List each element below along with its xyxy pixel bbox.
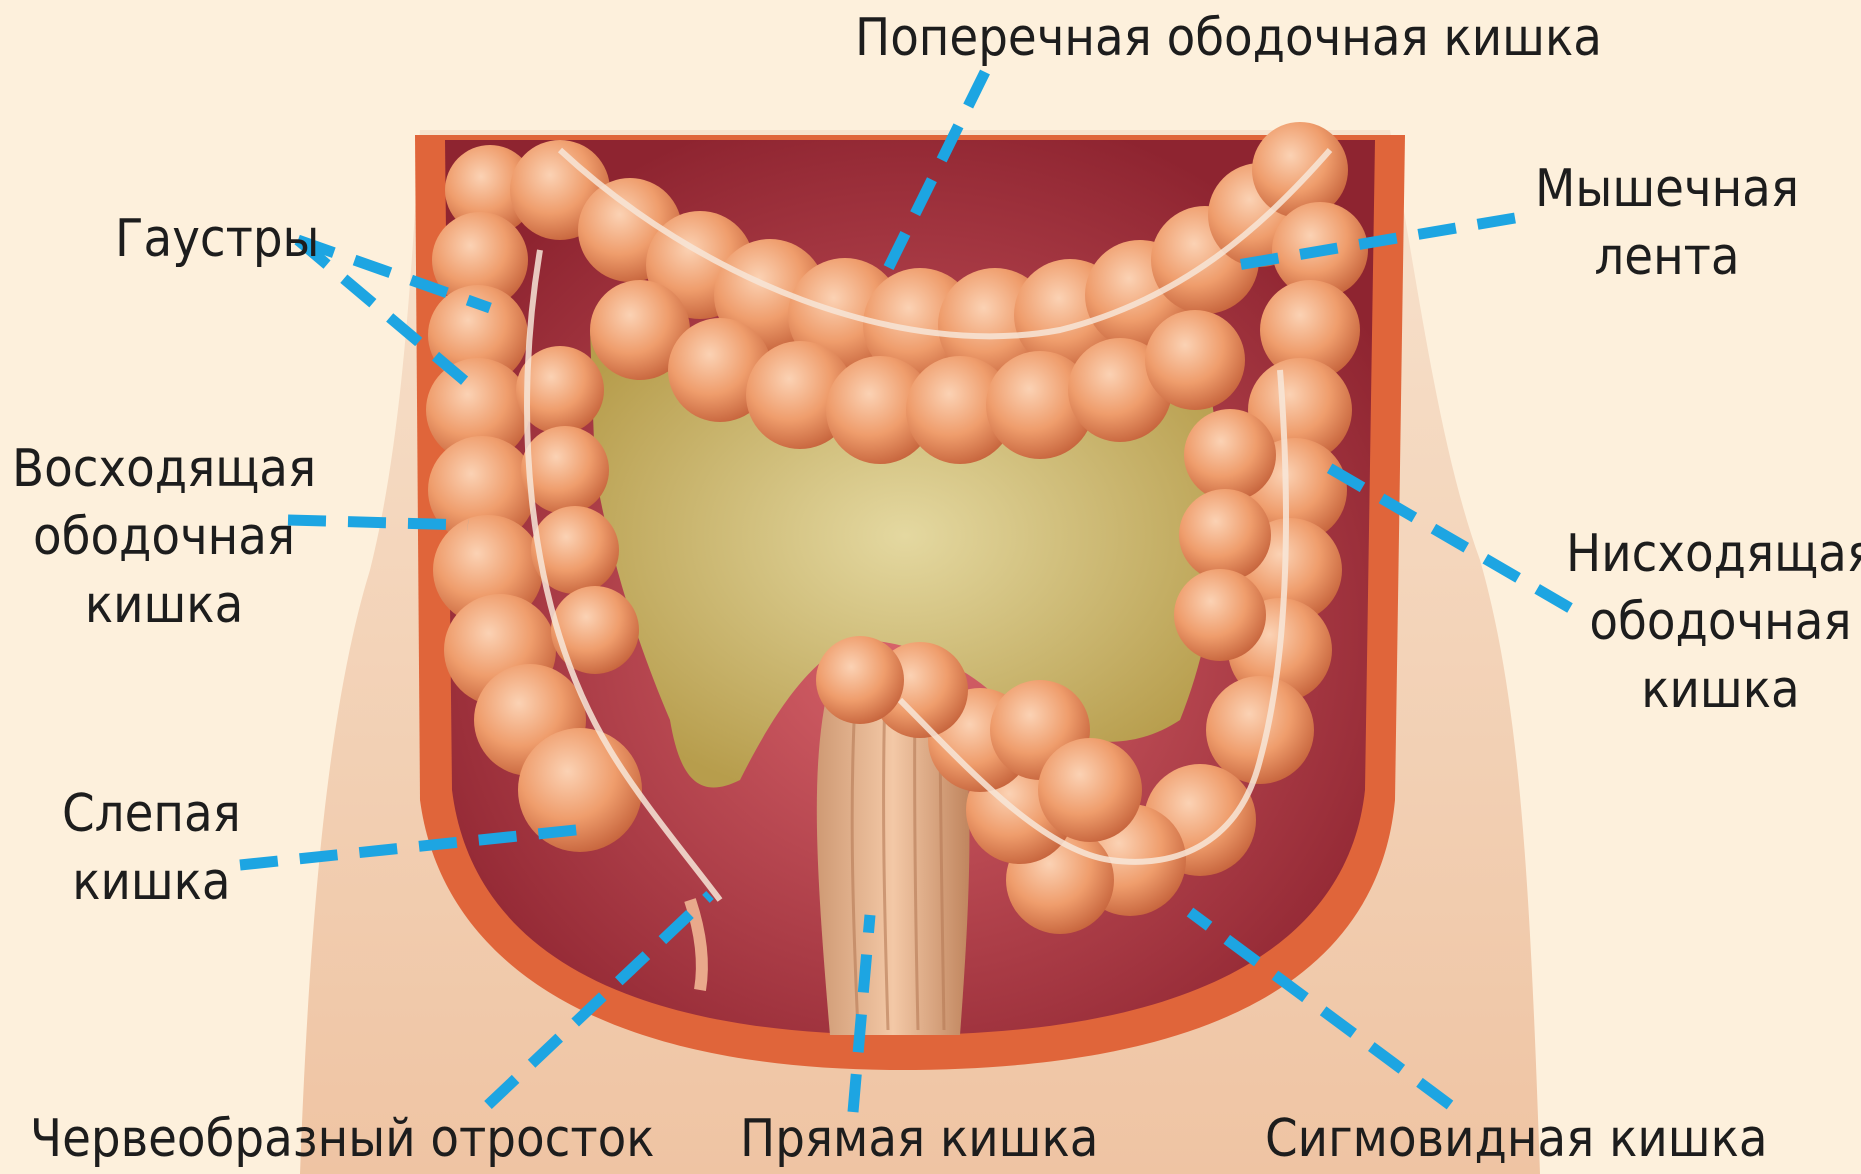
label-haustra: Гаустры [115,205,320,273]
label-sigmoid-colon: Сигмовидная кишка [1265,1105,1768,1173]
label-transverse-colon: Поперечная ободочная кишка [855,4,1602,72]
label-ascending-colon: Восходящая ободочная кишка [12,435,316,639]
label-appendix: Червеобразный отросток [30,1105,654,1173]
label-rectum: Прямая кишка [740,1105,1098,1173]
label-cecum: Слепая кишка [62,780,241,916]
label-descending-colon: Нисходящая ободочная кишка [1566,520,1861,724]
label-muscle-band: Мышечная лента [1535,155,1799,291]
